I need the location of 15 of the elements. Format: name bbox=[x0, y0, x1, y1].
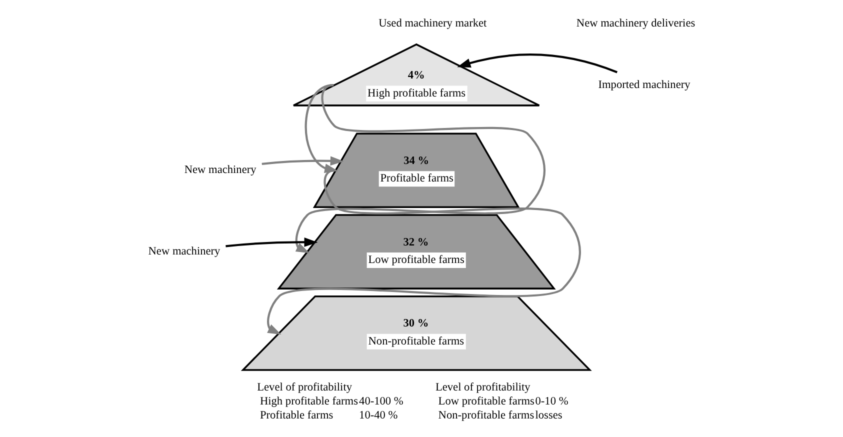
label: High profitable farms bbox=[260, 395, 358, 408]
node-text: New machinery bbox=[184, 164, 256, 176]
label: 10-40 % bbox=[359, 410, 398, 422]
node-text: New machinery bbox=[148, 245, 220, 258]
label: losses bbox=[535, 410, 562, 422]
label: Used machinery market bbox=[378, 18, 487, 30]
label: Level of profitability bbox=[257, 381, 352, 394]
label: Level of profitability bbox=[435, 381, 530, 394]
label: Non-profitable farms bbox=[438, 410, 534, 422]
label: 0-10 % bbox=[535, 395, 568, 408]
label: New machinery deliveries bbox=[576, 18, 696, 30]
label: 40-100 % bbox=[359, 395, 404, 408]
label: Profitable farms bbox=[260, 410, 334, 422]
node-text: Imported machinery bbox=[598, 78, 690, 91]
label: Low profitable farms bbox=[438, 395, 534, 408]
